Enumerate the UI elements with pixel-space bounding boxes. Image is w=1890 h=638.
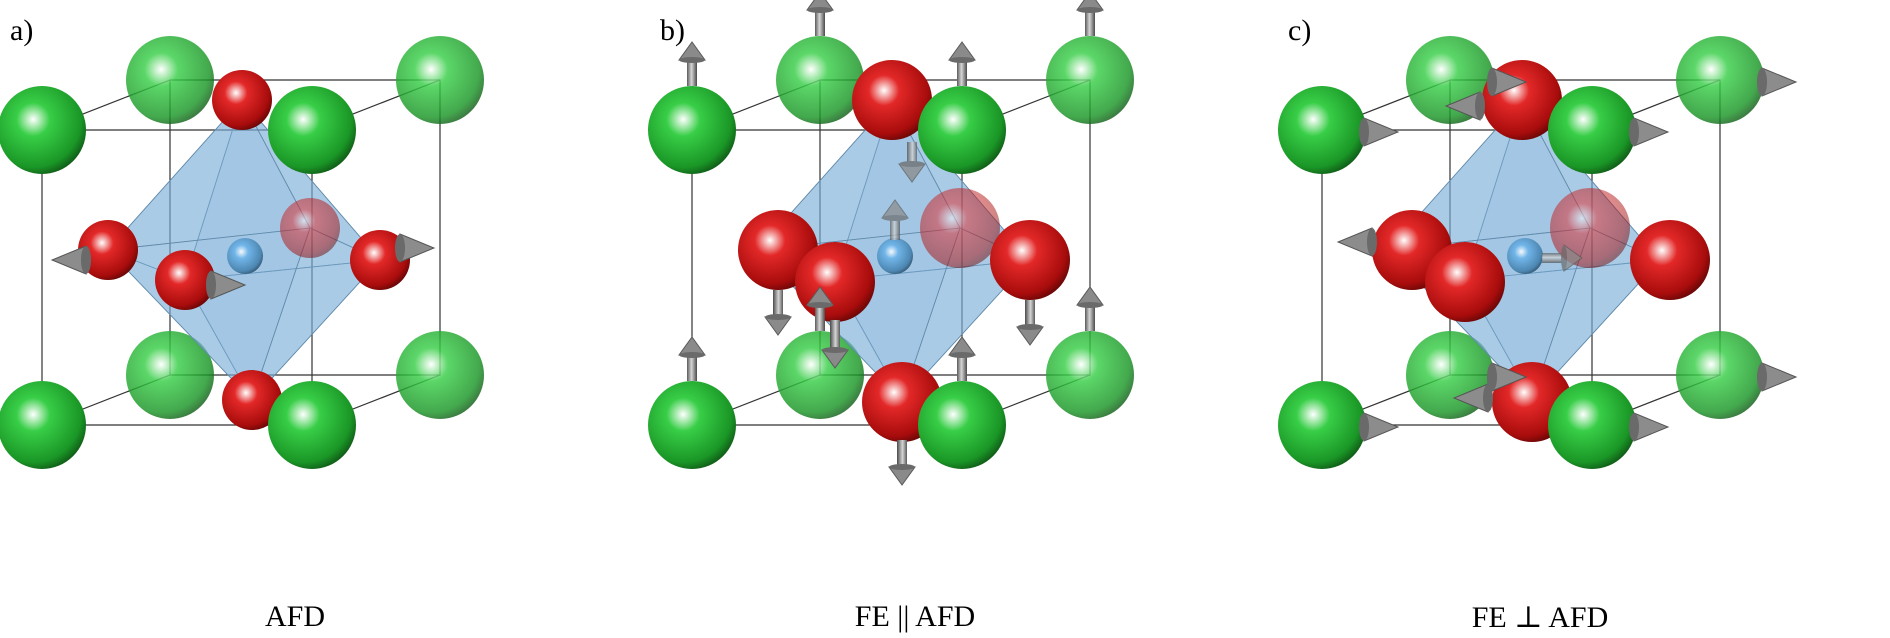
displacement-arrow — [806, 286, 834, 331]
a-site-atom-front — [1278, 86, 1366, 174]
panel-caption-afd: AFD — [264, 600, 325, 633]
displacement-arrow — [1757, 67, 1798, 97]
displacement-arrow — [1542, 244, 1583, 272]
oxygen-atom-right — [350, 230, 410, 290]
a-site-atom-back — [126, 36, 214, 124]
a-site-atom-back — [1046, 36, 1134, 124]
a-site-atom-front — [268, 381, 356, 469]
oxygen-atom-right — [1630, 220, 1710, 300]
oxygen-atom-back — [280, 198, 340, 258]
displacement-arrow — [1359, 117, 1400, 147]
panel-letter-b: b) — [660, 14, 685, 47]
a-site-atom-back — [1046, 331, 1134, 419]
panel-caption-fe-perpendicular-afd: FE ⊥ AFD — [1471, 601, 1609, 634]
a-site-atom-front — [0, 86, 86, 174]
displacement-arrow — [1359, 412, 1400, 442]
displacement-arrow — [948, 336, 976, 381]
oxygen-atom-top — [852, 60, 932, 140]
crystal-structure-fe-perpendicular-afd — [1278, 36, 1798, 469]
oxygen-octahedron — [1387, 99, 1662, 401]
displacement-arrow — [806, 0, 834, 36]
panel-letter-a: a) — [10, 14, 34, 47]
oxygen-atom-front — [155, 250, 215, 310]
displacement-arrow — [764, 290, 792, 336]
oxygen-atom-back — [1550, 188, 1630, 268]
panel-afd: a) AFD — [0, 0, 630, 638]
a-site-atom-front — [0, 381, 86, 469]
a-site-atom-front — [918, 86, 1006, 174]
displacement-arrow — [1444, 91, 1485, 121]
displacement-arrow — [1076, 286, 1104, 331]
displacement-arrow — [1016, 300, 1044, 346]
b-site-atom — [227, 238, 263, 274]
oxygen-atom-front — [1425, 242, 1505, 322]
oxygen-atom-front — [795, 242, 875, 322]
displacement-arrow — [206, 270, 247, 300]
a-site-atom-back — [1676, 36, 1764, 124]
displacement-arrow — [678, 336, 706, 381]
a-site-atom-back — [1676, 331, 1764, 419]
oxygen-atom-bottom — [222, 370, 282, 430]
oxygen-atom-right — [990, 220, 1070, 300]
oxygen-atom-top — [212, 70, 272, 130]
displacement-arrow — [1757, 362, 1798, 392]
displacement-arrow — [395, 233, 436, 263]
a-site-atom-back — [396, 36, 484, 124]
a-site-atom-back — [126, 331, 214, 419]
a-site-atom-front — [1548, 86, 1636, 174]
displacement-arrow — [948, 41, 976, 86]
a-site-atom-back — [396, 331, 484, 419]
displacement-arrow — [881, 199, 909, 240]
oxygen-atom-left — [78, 220, 138, 280]
a-site-atom-front — [268, 86, 356, 174]
b-site-atom — [877, 238, 913, 274]
displacement-arrow — [898, 142, 926, 183]
a-site-atom-front — [648, 381, 736, 469]
a-site-atom-front — [1548, 381, 1636, 469]
displacement-arrow — [50, 245, 91, 275]
displacement-arrow — [1076, 0, 1104, 36]
displacement-arrow — [821, 320, 849, 369]
panel-fe-parallel-afd: b) FE || AFD — [630, 0, 1260, 638]
panel-caption-fe-parallel-afd: FE || AFD — [854, 600, 976, 633]
displacement-arrow — [1452, 383, 1493, 413]
panel-letter-c: c) — [1288, 14, 1312, 47]
a-site-atom-front — [1278, 381, 1366, 469]
b-site-atom — [1507, 238, 1543, 274]
a-site-atom-front — [918, 381, 1006, 469]
displacement-arrow — [1487, 67, 1528, 97]
displacement-arrow — [678, 41, 706, 86]
crystal-structure-afd — [0, 36, 484, 469]
crystal-structure-fe-parallel-afd — [648, 0, 1134, 486]
displacement-arrow — [1629, 412, 1670, 442]
a-site-atom-front — [648, 86, 736, 174]
a-site-atom-back — [776, 36, 864, 124]
displacement-arrow — [888, 440, 916, 486]
displacement-arrow — [1487, 362, 1528, 392]
panel-fe-perpendicular-afd: c) FE ⊥ AFD — [1260, 0, 1890, 638]
displacement-arrow — [1629, 117, 1670, 147]
displacement-arrow — [1336, 227, 1377, 257]
oxygen-atom-back — [920, 188, 1000, 268]
